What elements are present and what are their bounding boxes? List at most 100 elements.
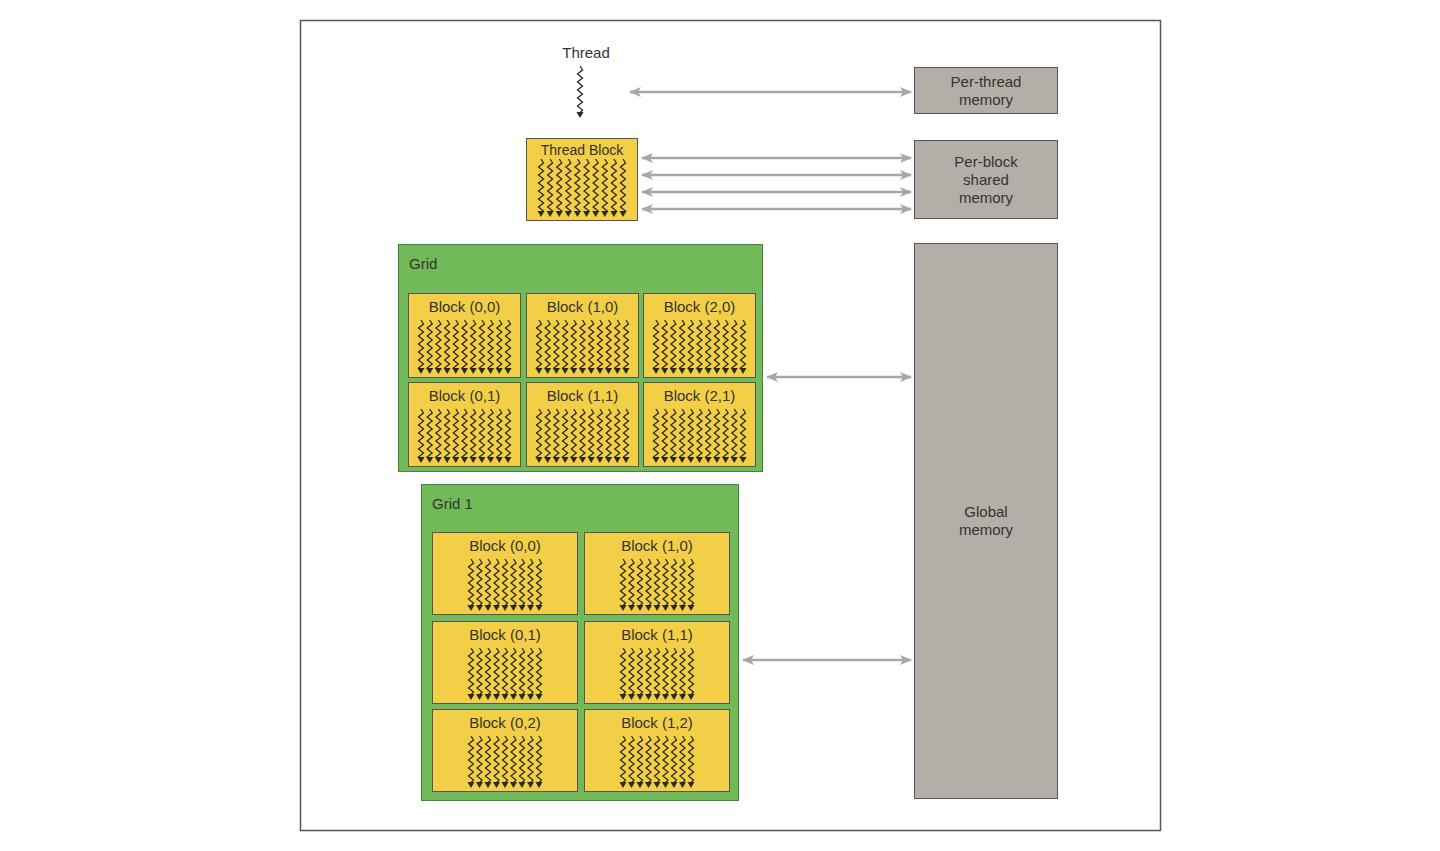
thread-squiggle (680, 320, 685, 369)
thread-label: Thread (546, 44, 626, 62)
thread-arrowhead (645, 782, 652, 788)
thread-squiggle (445, 409, 450, 458)
thread-arrowhead (496, 368, 503, 374)
thread-squiggle (638, 736, 643, 783)
thread-arrowhead (476, 694, 483, 700)
thread-arrowhead (679, 605, 686, 611)
thread-squiggle (520, 648, 525, 695)
thread-squiggle (486, 648, 491, 695)
thread-arrowhead (670, 457, 677, 463)
thread-arrowhead (620, 694, 627, 700)
thread-squiggle (688, 409, 693, 458)
thread-arrowhead (588, 368, 595, 374)
thread-arrowhead (510, 605, 517, 611)
thread-arrowhead (577, 112, 584, 118)
thread-squiggle (629, 648, 634, 695)
thread-squiggle (723, 320, 728, 369)
block-label: Block (1,0) (547, 298, 619, 316)
thread-squiggle (680, 559, 685, 606)
block-box: Block (2,0) (643, 293, 756, 378)
thread-arrowhead (538, 211, 545, 217)
thread-arrowhead (435, 457, 442, 463)
thread-squiggle (503, 648, 508, 695)
thread-arrowhead (574, 211, 581, 217)
memory-box: Per-thread memory (914, 67, 1058, 114)
thread-squiggle (697, 409, 702, 458)
outer-frame (301, 21, 1161, 831)
thread-squiggle (462, 409, 467, 458)
thread-arrowhead (688, 782, 695, 788)
thread-arrowhead (605, 368, 612, 374)
thread-arrowhead (637, 694, 644, 700)
thread-squiggle (714, 320, 719, 369)
block-box: Block (2,1) (643, 382, 756, 467)
thread-squiggle (453, 409, 458, 458)
thread-arrowhead (610, 211, 617, 217)
thread-squiggle (563, 320, 568, 369)
thread-arrowhead (556, 211, 563, 217)
thread-squiggle (479, 409, 484, 458)
thread-arrowhead (461, 457, 468, 463)
thread-squiggle (477, 559, 482, 606)
thread-arrowhead (536, 457, 543, 463)
thread-arrowhead (687, 368, 694, 374)
thread-arrowhead (596, 368, 603, 374)
thread-arrowhead (570, 368, 577, 374)
block-label: Block (2,0) (664, 298, 736, 316)
thread-squiggle (741, 320, 746, 369)
block-label: Block (1,1) (621, 626, 693, 644)
thread-arrowhead (654, 605, 661, 611)
thread-squiggle (662, 409, 667, 458)
thread-squiggle (537, 736, 542, 783)
thread-squiggle (629, 736, 634, 783)
thread-arrowhead (487, 368, 494, 374)
thread-arrowhead (519, 782, 526, 788)
thread-squiggle (486, 736, 491, 783)
block-box: Block (1,0) (584, 532, 730, 615)
thread-squiggle (537, 648, 542, 695)
thread-arrowhead (505, 457, 512, 463)
thread-arrowhead (731, 368, 738, 374)
memory-access-arrow (767, 376, 911, 379)
thread-squiggle (477, 736, 482, 783)
thread-arrowhead (583, 211, 590, 217)
thread-arrowhead (536, 605, 543, 611)
thread-arrowhead (570, 457, 577, 463)
thread-squiggle (689, 559, 694, 606)
thread-squiggle (445, 320, 450, 369)
thread-squiggle (497, 409, 502, 458)
thread-squiggle (479, 320, 484, 369)
thread-squiggle (520, 559, 525, 606)
thread-squiggle (471, 320, 476, 369)
thread-squiggle (497, 320, 502, 369)
thread-arrowhead (527, 694, 534, 700)
thread-squiggle (663, 559, 668, 606)
thread-squiggle (680, 736, 685, 783)
thread-squiggle (427, 409, 432, 458)
thread-squiggle (554, 409, 559, 458)
thread-arrowhead (722, 457, 729, 463)
thread-squiggle (689, 736, 694, 783)
block-box: Block (0,0) (408, 293, 521, 378)
thread-arrowhead (671, 605, 678, 611)
thread-arrowhead (478, 368, 485, 374)
thread-arrowhead (654, 694, 661, 700)
thread-squiggle (528, 559, 533, 606)
thread-squiggle (671, 409, 676, 458)
thread-squiggle (494, 559, 499, 606)
block-label: Block (0,1) (429, 387, 501, 405)
thread-arrowhead (679, 782, 686, 788)
block-label: Block (0,2) (469, 714, 541, 732)
thread-squiggle (606, 320, 611, 369)
thread-squiggle (655, 736, 660, 783)
thread-arrowhead (637, 782, 644, 788)
thread-squiggle (597, 409, 602, 458)
thread-squiggle (469, 736, 474, 783)
thread-squiggle (539, 159, 544, 212)
thread-arrowhead (705, 457, 712, 463)
thread-squiggle (706, 320, 711, 369)
thread-squiggle (511, 736, 516, 783)
thread-squiggle (663, 648, 668, 695)
thread-arrowhead (502, 694, 509, 700)
